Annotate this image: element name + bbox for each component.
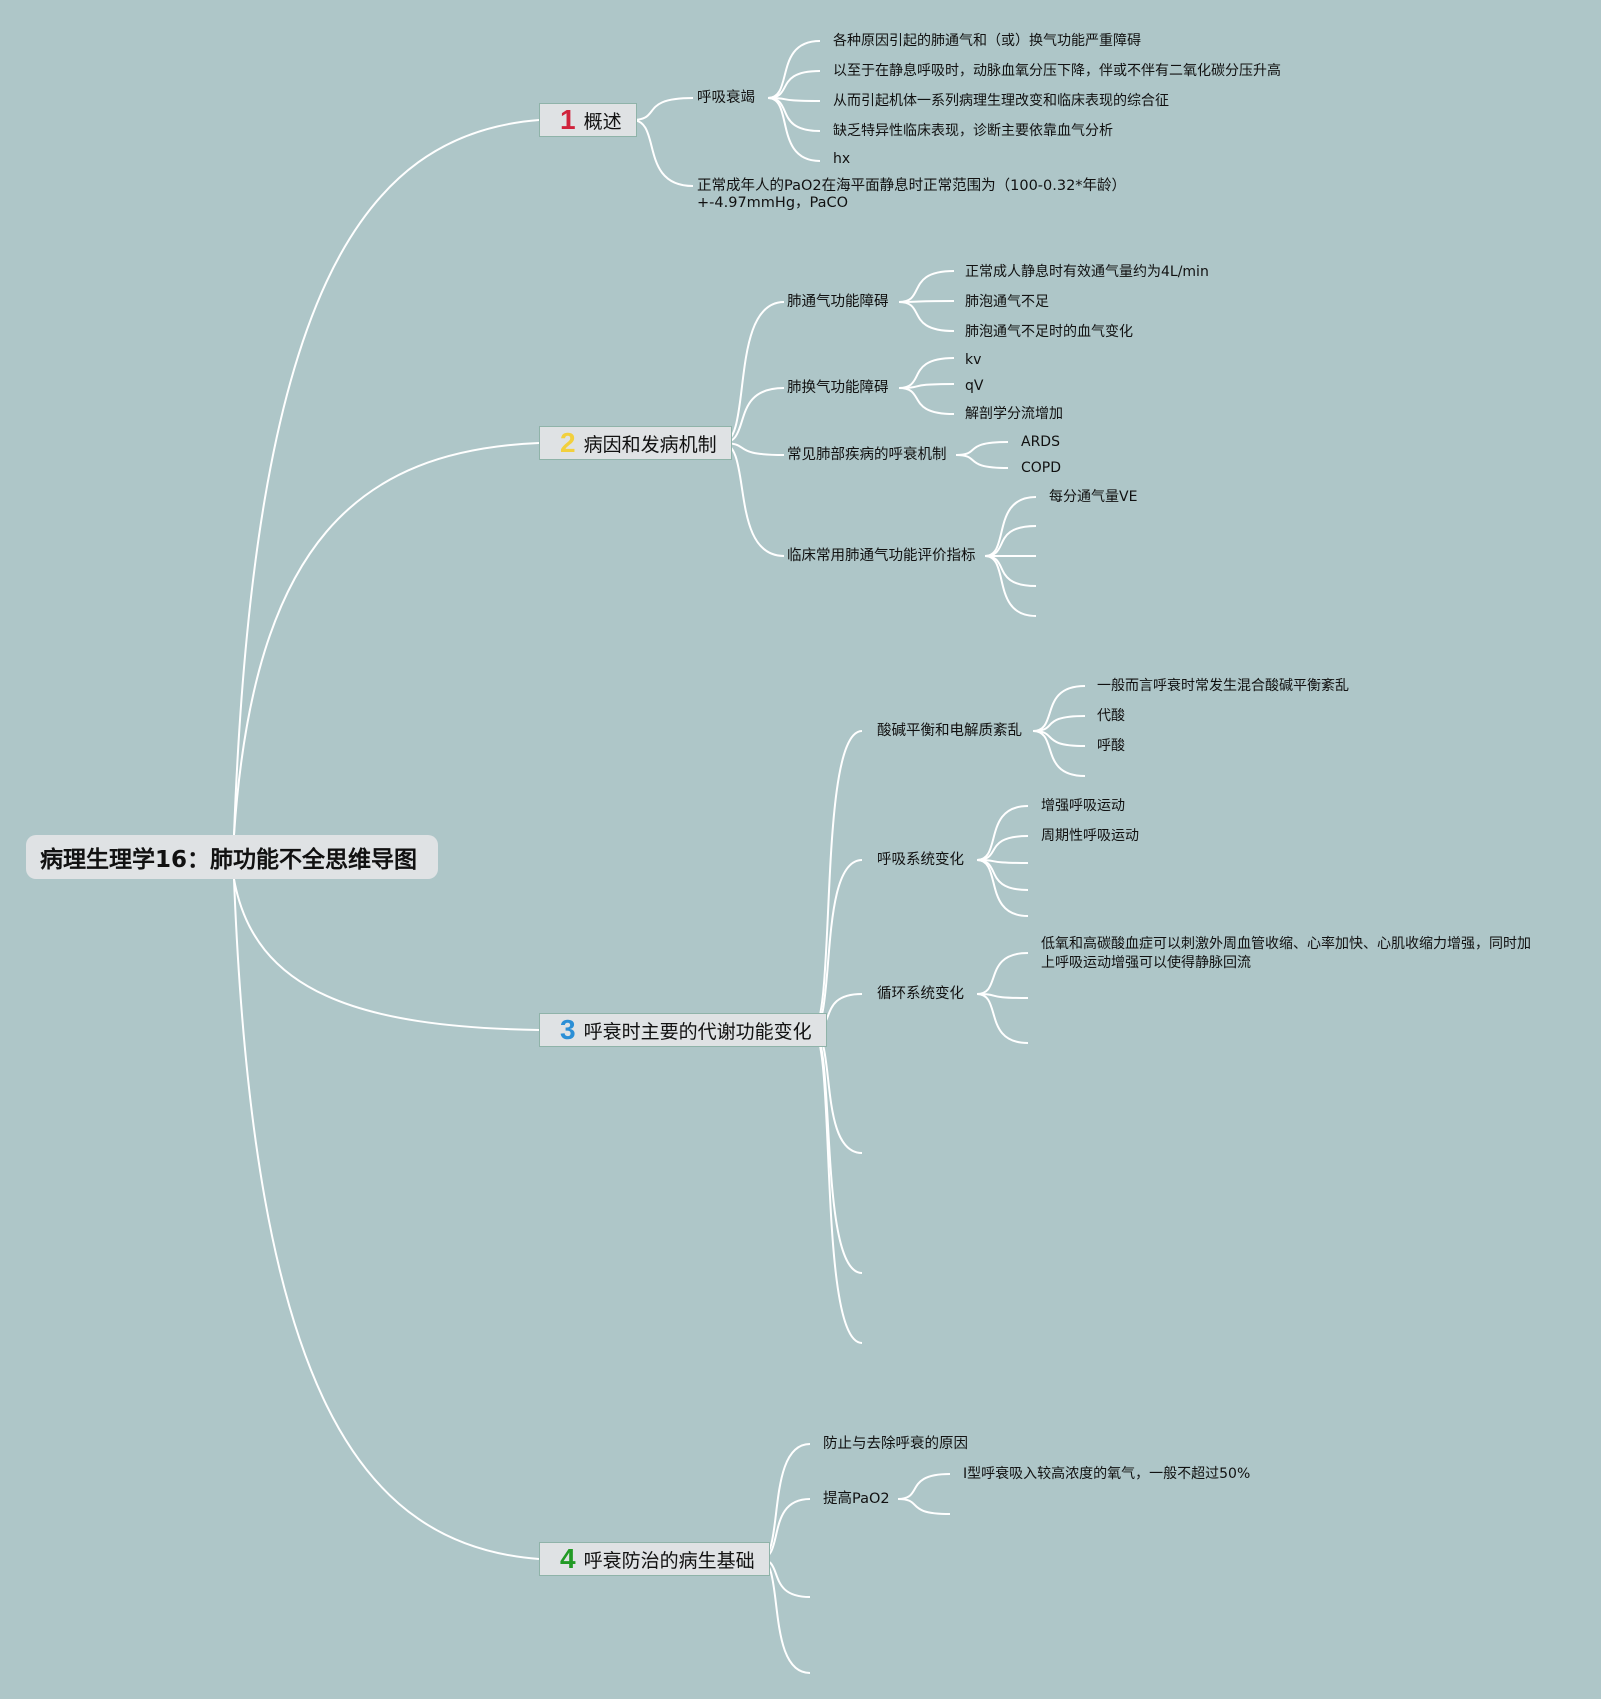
- leaf-topic[interactable]: 缺乏特异性临床表现，诊断主要依靠血气分析: [833, 123, 1113, 139]
- leaf-topic[interactable]: hx: [833, 151, 851, 167]
- connector-line: [721, 301, 785, 444]
- leaf-topic[interactable]: COPD: [1021, 460, 1062, 476]
- connector-line: [984, 525, 1037, 557]
- leaf-topic[interactable]: 代酸: [1097, 708, 1125, 724]
- leaf-topic[interactable]: kv: [965, 352, 982, 368]
- subtopic[interactable]: 酸碱平衡和电解质紊乱: [877, 723, 1022, 739]
- connector-line: [984, 496, 1037, 557]
- branch-topic-1[interactable]: 1 概述: [539, 103, 637, 137]
- connector-line: [898, 300, 955, 303]
- connector-line: [1032, 685, 1086, 732]
- connector-line: [631, 97, 694, 121]
- connector-line: [898, 301, 955, 332]
- leaf-topic[interactable]: 解剖学分流增加: [965, 406, 1063, 422]
- number-2-icon: 2: [560, 427, 576, 458]
- leaf-topic[interactable]: 肺泡通气不足: [965, 294, 1049, 310]
- connector-line: [898, 270, 955, 303]
- connector-line: [984, 555, 1037, 587]
- leaf-topic[interactable]: qV: [965, 378, 984, 394]
- leaf-topic[interactable]: 呼酸: [1097, 738, 1125, 754]
- connector-line: [984, 555, 1037, 617]
- branch-label: 病因和发病机制: [583, 433, 717, 456]
- leaf-topic[interactable]: 正常成人静息时有效通气量约为4L/min: [965, 264, 1209, 280]
- connector-line: [767, 97, 821, 132]
- leaf-topic[interactable]: ARDS: [1021, 434, 1060, 450]
- branch-label: 呼衰时主要的代谢功能变化: [583, 1020, 812, 1043]
- connector-line: [631, 119, 694, 187]
- number-1-icon: 1: [560, 104, 576, 135]
- connector-line: [1032, 730, 1086, 777]
- subtopic[interactable]: 临床常用肺通气功能评价指标: [787, 548, 976, 564]
- connector-line: [233, 878, 540, 1560]
- connector-line: [955, 441, 1009, 456]
- subtopic[interactable]: 呼吸系统变化: [877, 852, 964, 868]
- subtopic[interactable]: 循环系统变化: [877, 986, 964, 1002]
- root-topic[interactable]: 病理生理学16：肺功能不全思维导图: [26, 835, 438, 879]
- leaf-topic[interactable]: 增强呼吸运动: [1041, 798, 1125, 814]
- connector-line: [976, 993, 1029, 1044]
- leaf-topic[interactable]: 从而引起机体一系列病理生理改变和临床表现的综合征: [833, 93, 1169, 109]
- branch-topic-4[interactable]: 4 呼衰防治的病生基础: [539, 1542, 770, 1576]
- connector-line: [976, 859, 1029, 917]
- leaf-topic[interactable]: 周期性呼吸运动: [1041, 828, 1139, 844]
- connector-line: [976, 805, 1029, 861]
- subtopic[interactable]: 防止与去除呼衰的原因: [823, 1436, 968, 1452]
- connector-line: [811, 1029, 863, 1344]
- connector-line: [233, 878, 540, 1031]
- branch-label: 呼衰防治的病生基础: [583, 1549, 755, 1572]
- connector-line: [767, 40, 821, 99]
- leaf-topic[interactable]: 每分通气量VE: [1049, 489, 1138, 505]
- subtopic[interactable]: 提高PaO2: [823, 1491, 890, 1507]
- connector-line: [233, 442, 540, 836]
- leaf-topic[interactable]: 各种原因引起的肺通气和（或）换气功能严重障碍: [833, 33, 1141, 49]
- branch-label: 概述: [583, 110, 622, 133]
- connector-line: [898, 387, 955, 415]
- subtopic[interactable]: 正常成年人的PaO2在海平面静息时正常范围为（100-0.32*年龄）+-4.9…: [697, 178, 1127, 211]
- connector-line: [233, 119, 540, 836]
- branch-topic-2[interactable]: 2 病因和发病机制: [539, 426, 732, 460]
- leaf-topic[interactable]: 以至于在静息呼吸时，动脉血氧分压下降，伴或不伴有二氧化碳分压升高: [833, 63, 1281, 79]
- connector-line: [897, 1473, 951, 1500]
- connector-line: [767, 97, 821, 162]
- connector-line: [976, 859, 1029, 891]
- connector-line: [759, 1558, 811, 1674]
- branch-topic-3[interactable]: 3 呼衰时主要的代谢功能变化: [539, 1013, 827, 1047]
- connector-line: [976, 952, 1029, 995]
- subtopic[interactable]: 呼吸衰竭: [697, 90, 755, 106]
- connector-line: [976, 993, 1029, 999]
- leaf-topic[interactable]: 一般而言呼衰时常发生混合酸碱平衡紊乱: [1097, 678, 1349, 694]
- subtopic[interactable]: 常见肺部疾病的呼衰机制: [787, 447, 947, 463]
- connector-line: [955, 454, 1009, 469]
- leaf-topic[interactable]: I型呼衰吸入较高浓度的氧气，一般不超过50%: [963, 1466, 1251, 1482]
- connector-line: [811, 859, 863, 1031]
- connector-line: [811, 730, 863, 1031]
- subtopic[interactable]: 肺换气功能障碍: [787, 380, 889, 396]
- number-3-icon: 3: [560, 1014, 576, 1045]
- subtopic[interactable]: 肺通气功能障碍: [787, 294, 889, 310]
- connector-line: [767, 70, 821, 99]
- leaf-topic[interactable]: 低氧和高碳酸血症可以刺激外周血管收缩、心率加快、心肌收缩力增强，同时加上呼吸运动…: [1041, 936, 1531, 971]
- root-title: 病理生理学16：肺功能不全思维导图: [40, 847, 418, 873]
- number-4-icon: 4: [560, 1543, 576, 1574]
- connector-line: [897, 1498, 951, 1515]
- leaf-topic[interactable]: 肺泡通气不足时的血气变化: [965, 324, 1133, 340]
